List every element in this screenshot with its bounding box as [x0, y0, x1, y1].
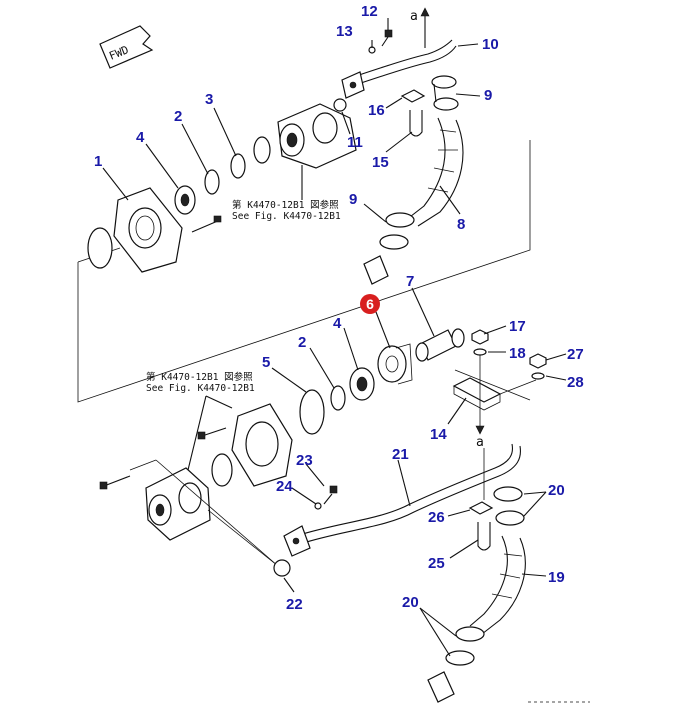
part-5-o-ring: [299, 389, 325, 435]
part-20-clamp-lower: [445, 626, 485, 666]
part-25-u-bolt: [477, 522, 491, 551]
callout-8: 8: [457, 216, 465, 233]
part-2-snap-ring-top: [204, 169, 220, 195]
callout-21: 21: [392, 446, 409, 463]
callout-2-lower: 2: [298, 334, 306, 351]
part-17-nut: [471, 329, 489, 345]
leader-lines: [102, 18, 567, 657]
callout-20-lower: 20: [402, 594, 419, 611]
callout-11: 11: [347, 134, 363, 151]
callout-7: 7: [406, 273, 414, 290]
part-27-nut: [529, 353, 547, 369]
part-1-flange: [87, 187, 183, 273]
callout-9-top: 9: [484, 87, 492, 104]
callout-18: 18: [509, 345, 526, 362]
part-26-plate: [468, 501, 494, 515]
bracket-guide-lines: [475, 352, 537, 500]
ref-note-top-jp: 第 K4470-12B1 図参照: [232, 199, 339, 211]
callout-12: 12: [361, 3, 378, 20]
callout-25: 25: [428, 555, 445, 572]
callout-27: 27: [567, 346, 584, 363]
callout-26: 26: [428, 509, 445, 526]
callout-16: 16: [368, 102, 385, 119]
part-24-washer: [314, 502, 322, 510]
part-18-washer: [473, 348, 487, 356]
hose-end-lower: [427, 671, 455, 703]
part-9-clamp-middle: [379, 212, 415, 250]
part-16-plate: [400, 89, 426, 103]
callout-17: 17: [509, 318, 526, 335]
part-2-snap-ring-lower: [330, 385, 346, 411]
callout-23: 23: [296, 452, 313, 469]
part-10-tube-top: [349, 7, 457, 87]
part-4-bearing-top: [174, 185, 196, 215]
callout-1: 1: [94, 153, 102, 170]
arrow-label-top: a: [410, 9, 418, 24]
part-28-washer: [531, 372, 545, 380]
callout-4-lower: 4: [333, 315, 342, 332]
callout-10: 10: [482, 36, 499, 53]
callout-6: 6: [366, 296, 374, 312]
hose-end-middle: [363, 255, 389, 285]
ref-note-bottom-jp: 第 K4470-12B1 図参照: [146, 371, 253, 383]
part-11-o-ring: [333, 98, 347, 112]
part-8-hose: [405, 117, 464, 227]
part-9-clamp-top: [431, 75, 459, 111]
part-3-snap-ring-top: [230, 153, 246, 179]
callout-15: 15: [372, 154, 389, 171]
part-12-bolt: [381, 29, 393, 47]
pump-body-lower: [99, 459, 279, 567]
part-20-clamp-right: [493, 486, 525, 526]
arrow-label-mid: a: [476, 435, 484, 450]
tube-flange-top: [341, 71, 365, 99]
callout-24: 24: [276, 478, 293, 495]
part-19-hose: [469, 535, 526, 635]
part-15-u-bolt: [409, 110, 423, 137]
callout-4-top: 4: [136, 129, 145, 146]
fwd-arrow-icon: FWD: [99, 25, 154, 69]
part-6-highlight-marker: 6: [360, 294, 380, 314]
callout-28: 28: [567, 374, 584, 391]
bolt-top-left: [191, 215, 222, 233]
ref-note-top-en: See Fig. K4470-12B1: [232, 211, 341, 222]
part-22-o-ring: [273, 559, 291, 577]
lower-flange: [211, 403, 293, 487]
part-7-tube-fitting: [415, 328, 465, 362]
pump-body-top: [253, 103, 357, 200]
part-6-gear: [377, 343, 413, 385]
callout-9-middle: 9: [349, 191, 357, 208]
part-4-bearing-lower: [349, 367, 375, 401]
part-21-tube-lower: [283, 443, 522, 557]
callout-22: 22: [286, 596, 303, 613]
callout-3: 3: [205, 91, 213, 108]
callout-2-top: 2: [174, 108, 182, 125]
callout-20-right: 20: [548, 482, 565, 499]
part-23-bolt: [323, 485, 338, 505]
callout-14: 14: [430, 426, 447, 443]
callout-13: 13: [336, 23, 353, 40]
reference-note-top: 第 K4470-12B1 図参照 See Fig. K4470-12B1: [232, 199, 341, 222]
bolt-lower-left: [197, 427, 227, 440]
ref-note-bottom-en: See Fig. K4470-12B1: [146, 383, 255, 394]
callout-19: 19: [548, 569, 565, 586]
callouts: 1 4 2 3 12 13 10 9 16 11 15 9 8 7 4 2 5 …: [94, 3, 584, 613]
callout-5: 5: [262, 354, 270, 371]
reference-note-bottom: 第 K4470-12B1 図参照 See Fig. K4470-12B1: [146, 371, 255, 471]
